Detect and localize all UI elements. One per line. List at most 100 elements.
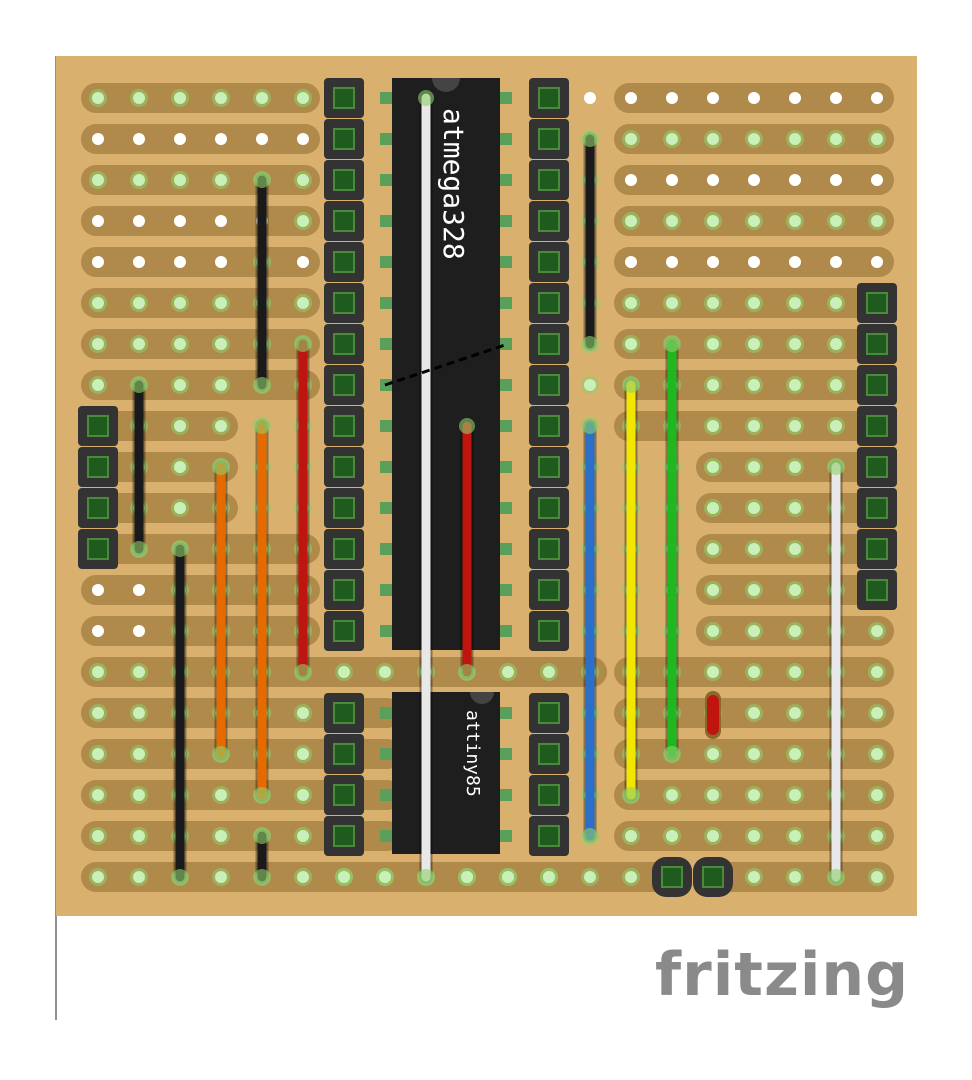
hole-connected — [215, 338, 227, 350]
header-pin — [538, 456, 560, 478]
header-pin — [87, 497, 109, 519]
attiny-label: attiny85 — [462, 710, 483, 797]
copper-strip — [81, 616, 320, 646]
chip-pin — [380, 543, 392, 555]
hole-free — [666, 92, 678, 104]
copper-strip — [81, 493, 238, 523]
hole-connected — [748, 666, 760, 678]
hole-connected — [748, 215, 760, 227]
hole-connected — [707, 584, 719, 596]
socket-left-attiny — [324, 693, 364, 856]
copper-strip — [81, 452, 238, 482]
hole-connected — [789, 543, 801, 555]
hole-connected — [297, 174, 309, 186]
hole-connected — [666, 133, 678, 145]
header-pin — [538, 333, 560, 355]
hole-connected — [461, 871, 473, 883]
header-pin — [333, 292, 355, 314]
header-pin — [538, 210, 560, 232]
hole-connected — [666, 789, 678, 801]
hole-connected — [174, 379, 186, 391]
hole-connected — [789, 584, 801, 596]
hole-connected — [666, 830, 678, 842]
hole-free — [174, 215, 186, 227]
chip-pin — [500, 256, 512, 268]
hole-connected — [707, 420, 719, 432]
hole-connected — [174, 297, 186, 309]
hole-connected — [297, 789, 309, 801]
wire-orange-end — [254, 418, 270, 434]
header-pin — [538, 743, 560, 765]
wire-orange-end — [254, 787, 270, 803]
copper-strip — [81, 124, 320, 154]
wire-red-end — [459, 664, 475, 680]
wire-red-end — [295, 336, 311, 352]
hole-connected — [92, 338, 104, 350]
header-pin — [866, 292, 888, 314]
chip-pin — [380, 502, 392, 514]
hole-connected — [707, 543, 719, 555]
hole-free — [133, 625, 145, 637]
header-pin — [866, 415, 888, 437]
header-pin — [333, 784, 355, 806]
hole-connected — [789, 461, 801, 473]
hole-connected — [789, 379, 801, 391]
hole-connected — [174, 502, 186, 514]
hole-free — [830, 256, 842, 268]
chip-pin — [500, 92, 512, 104]
chip-pin — [500, 789, 512, 801]
header-pin — [866, 538, 888, 560]
header-pin — [333, 128, 355, 150]
wire-yellow-end — [623, 787, 639, 803]
hole-connected — [297, 707, 309, 719]
hole-connected — [871, 625, 883, 637]
hole-connected — [215, 379, 227, 391]
chip-pin — [500, 215, 512, 227]
hole-connected — [625, 133, 637, 145]
hole-connected — [625, 297, 637, 309]
hole-connected — [174, 338, 186, 350]
hole-connected — [92, 666, 104, 678]
hole-free — [748, 174, 760, 186]
chip-pin — [380, 133, 392, 145]
hole-connected — [748, 707, 760, 719]
header-pin — [333, 538, 355, 560]
copper-strip — [81, 247, 320, 277]
hole-connected — [707, 461, 719, 473]
header-right — [857, 283, 897, 610]
hole-connected — [748, 297, 760, 309]
hole-free — [215, 133, 227, 145]
hole-connected — [707, 666, 719, 678]
hole-connected — [789, 297, 801, 309]
hole-connected — [789, 830, 801, 842]
hole-connected — [748, 871, 760, 883]
hole-connected — [256, 92, 268, 104]
header-pin — [333, 87, 355, 109]
hole-connected — [174, 92, 186, 104]
header-pin — [538, 374, 560, 396]
copper-strip — [81, 83, 320, 113]
copper-strip — [81, 370, 320, 400]
hole-connected — [625, 830, 637, 842]
header-pin — [333, 415, 355, 437]
hole-connected — [748, 789, 760, 801]
hole-connected — [871, 707, 883, 719]
chip-body — [392, 78, 500, 650]
header-pin — [333, 456, 355, 478]
hole-free — [133, 133, 145, 145]
header-pin — [866, 579, 888, 601]
wire-red-end — [295, 664, 311, 680]
chip-pin — [500, 338, 512, 350]
hole-free — [625, 92, 637, 104]
chip-pin — [500, 543, 512, 555]
hole-free — [92, 133, 104, 145]
hole-free — [625, 174, 637, 186]
hole-connected — [748, 584, 760, 596]
hole-connected — [584, 871, 596, 883]
hole-connected — [625, 338, 637, 350]
hole-free — [133, 584, 145, 596]
hole-free — [707, 256, 719, 268]
header-pin — [538, 579, 560, 601]
hole-free — [215, 215, 227, 227]
chip-notch — [432, 78, 460, 92]
